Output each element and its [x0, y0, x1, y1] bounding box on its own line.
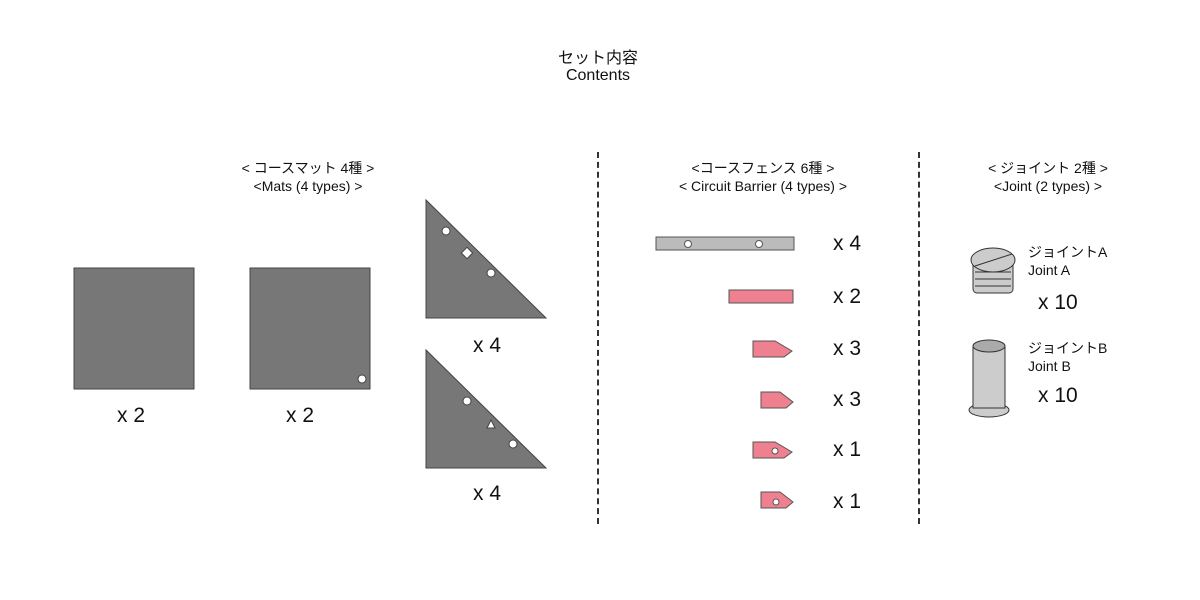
- count-label: x 10: [1038, 384, 1078, 407]
- joint-b: [968, 339, 1010, 418]
- mats-header-en: <Mats (4 types) >: [253, 178, 363, 194]
- count-label: x 4: [473, 482, 502, 505]
- barrier-straight: [655, 236, 795, 251]
- barrier-corner: [752, 340, 793, 358]
- joint-header-en: <Joint (2 types) >: [993, 178, 1103, 194]
- barrier-short: [728, 289, 794, 304]
- mat-triangle-a: [425, 198, 548, 319]
- count-label: x 2: [117, 404, 146, 427]
- count-label: x 10: [1038, 291, 1078, 314]
- barrier-header-ja: <コースフェンス 6種 >: [691, 160, 835, 176]
- count-label: x 3: [833, 388, 862, 411]
- count-label: x 2: [286, 404, 315, 427]
- barrier-header-en: < Circuit Barrier (4 types) >: [678, 178, 848, 194]
- mat-square-with-hole: [249, 267, 371, 390]
- joint-b-label-ja: ジョイントB: [1028, 340, 1108, 356]
- mat-triangle-b: [425, 348, 548, 469]
- count-label: x 2: [833, 285, 862, 308]
- title-en: Contents: [565, 67, 631, 84]
- mat-square: [73, 267, 195, 390]
- divider: [918, 152, 920, 524]
- joint-a-label-en: Joint A: [1028, 262, 1071, 278]
- joint-b-label-en: Joint B: [1028, 358, 1071, 374]
- count-label: x 3: [833, 337, 862, 360]
- count-label: x 1: [833, 490, 862, 513]
- joint-header-ja: < ジョイント 2種 >: [988, 160, 1108, 176]
- title-ja: セット内容: [557, 50, 639, 67]
- barrier-corner: [760, 391, 794, 409]
- count-label: x 4: [833, 232, 862, 255]
- joint-a: [970, 247, 1016, 294]
- joint-a-label-ja: ジョイントA: [1028, 244, 1108, 260]
- count-label: x 1: [833, 438, 862, 461]
- divider: [597, 152, 599, 524]
- count-label: x 4: [473, 334, 502, 357]
- mats-header-ja: < コースマット 4種 >: [241, 160, 375, 176]
